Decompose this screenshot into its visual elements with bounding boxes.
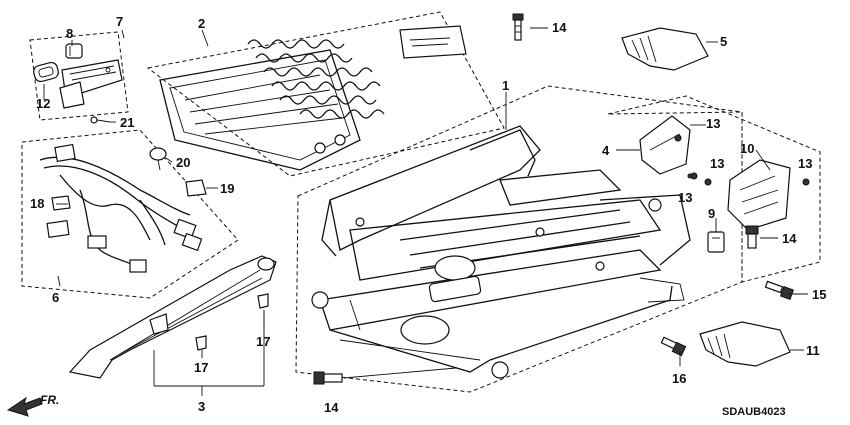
callout-11: 11 — [806, 343, 820, 358]
callout-6: 6 — [52, 290, 59, 305]
callout-9: 9 — [708, 206, 715, 221]
callout-5: 5 — [720, 34, 727, 49]
callout-18: 18 — [30, 196, 44, 211]
callout-15: 15 — [812, 287, 826, 302]
part-16-bolt — [660, 336, 687, 357]
callout-14-bottom: 14 — [324, 400, 339, 415]
callout-4: 4 — [602, 143, 610, 158]
callout-17-left: 17 — [194, 360, 208, 375]
part-14-bolt-top — [512, 13, 524, 41]
callout-10: 10 — [740, 141, 754, 156]
part-20-clip — [149, 147, 167, 171]
part-17-clips — [195, 293, 269, 351]
part-12-switch — [33, 61, 59, 83]
part-11-trim-cover — [699, 321, 791, 367]
part-6-wire-harness — [39, 143, 203, 273]
cover-group-box — [607, 95, 821, 283]
harness-group-box — [21, 129, 239, 299]
callout-13-d: 13 — [798, 156, 812, 171]
part-15-bolt — [764, 280, 795, 301]
part-13-screws — [674, 134, 810, 186]
callout-14-right: 14 — [782, 231, 797, 246]
part-10-cover — [727, 159, 791, 231]
front-direction-label: FR. — [40, 393, 59, 407]
part-5-trim-cover — [621, 27, 709, 71]
callout-3: 3 — [198, 399, 205, 414]
part-4-cover — [639, 115, 691, 175]
part-14-bolt-bottom — [313, 371, 343, 385]
callout-17-right: 17 — [256, 334, 270, 349]
part-18-clip — [51, 195, 71, 211]
callout-13-b: 13 — [710, 156, 724, 171]
callout-7: 7 — [116, 14, 123, 29]
part-14-bolt-right — [745, 225, 759, 249]
callout-13-a: 13 — [706, 116, 720, 131]
cushion-group-box — [146, 11, 505, 177]
callout-21: 21 — [120, 115, 134, 130]
callout-16: 16 — [672, 371, 686, 386]
callout-1: 1 — [502, 78, 509, 93]
part-3-side-trim — [68, 255, 277, 379]
front-arrow-icon — [6, 396, 43, 417]
part-7-switch-assembly — [59, 59, 123, 109]
part-8-knob — [65, 43, 83, 59]
switch-group-box — [29, 31, 129, 121]
part-2-cushion-springs — [159, 25, 467, 171]
part-1-seat-frame — [311, 125, 691, 379]
part-21-screw — [90, 116, 111, 124]
front-direction-indicator: FR. — [6, 393, 59, 417]
callout-8: 8 — [66, 26, 73, 41]
callout-12: 12 — [36, 96, 50, 111]
callout-2: 2 — [198, 16, 205, 31]
diagram-code: SDAUB4023 — [722, 406, 786, 418]
part-9-clip — [707, 231, 725, 253]
callout-labels: 7 8 12 21 2 1 14 5 4 13 13 13 10 13 9 14… — [30, 14, 826, 415]
callout-20: 20 — [176, 155, 190, 170]
part-19-clip — [185, 179, 207, 197]
callout-13-c: 13 — [678, 190, 692, 205]
callout-19: 19 — [220, 181, 234, 196]
callout-14-top: 14 — [552, 20, 567, 35]
leader-lines — [43, 27, 808, 396]
